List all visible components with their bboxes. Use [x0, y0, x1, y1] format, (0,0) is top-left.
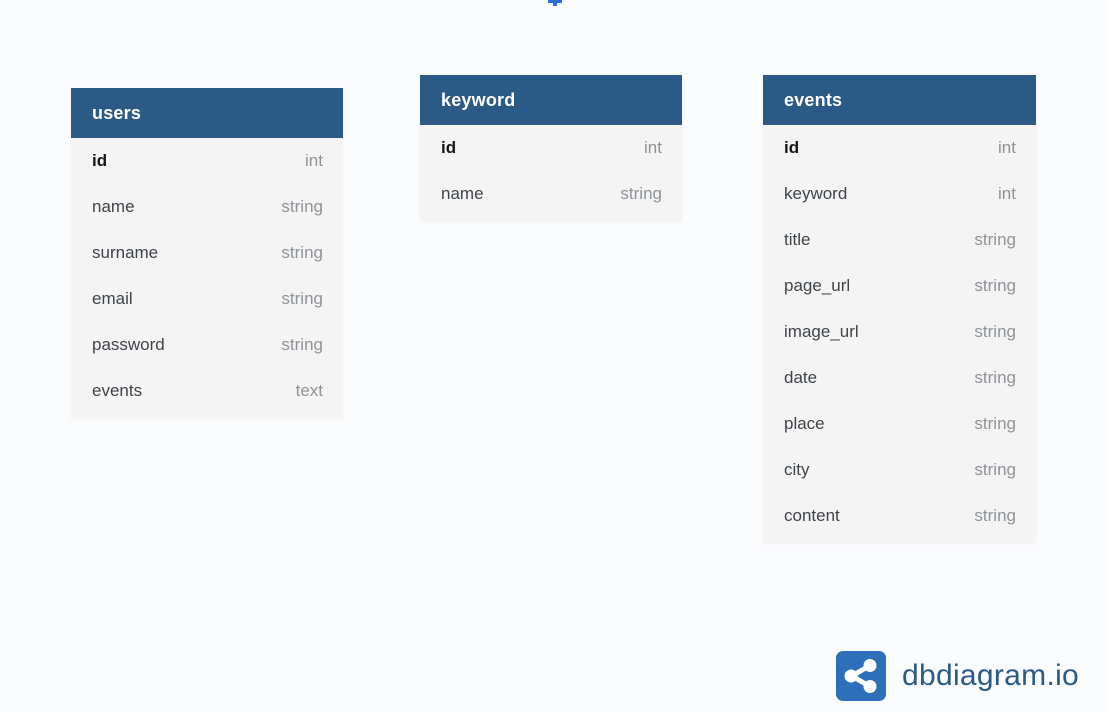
field-row[interactable]: date string: [763, 355, 1036, 401]
field-row[interactable]: city string: [763, 447, 1036, 493]
field-row[interactable]: password string: [71, 322, 343, 368]
table-header-events[interactable]: events: [763, 75, 1036, 125]
field-name: date: [784, 368, 818, 387]
field-type: string: [281, 197, 323, 216]
field-row[interactable]: id int: [420, 125, 682, 171]
field-row[interactable]: surname string: [71, 230, 343, 276]
field-type: string: [281, 243, 323, 262]
field-row[interactable]: email string: [71, 276, 343, 322]
field-row[interactable]: id int: [763, 125, 1036, 171]
field-name: title: [784, 230, 811, 249]
field-type: string: [974, 322, 1016, 341]
field-name: email: [92, 289, 133, 308]
field-type: string: [281, 335, 323, 354]
field-row[interactable]: name string: [420, 171, 682, 217]
field-row[interactable]: name string: [71, 184, 343, 230]
field-name: keyword: [784, 184, 848, 203]
share-nodes-icon: [836, 651, 886, 701]
field-name: content: [784, 506, 840, 525]
field-name: image_url: [784, 322, 859, 341]
field-name: surname: [92, 243, 159, 262]
field-type: string: [974, 230, 1016, 249]
field-row[interactable]: image_url string: [763, 309, 1036, 355]
field-name: id: [441, 138, 457, 157]
field-type: string: [974, 368, 1016, 387]
table-rows: id int name string: [420, 125, 682, 221]
field-name: name: [92, 197, 135, 216]
field-type: string: [620, 184, 662, 203]
canvas-pin-marker: [548, 0, 562, 6]
brand-watermark[interactable]: dbdiagram.io: [836, 651, 1079, 701]
field-type: string: [974, 460, 1016, 479]
field-type: int: [305, 151, 323, 170]
field-row[interactable]: title string: [763, 217, 1036, 263]
field-row[interactable]: id int: [71, 138, 343, 184]
field-type: string: [281, 289, 323, 308]
field-name: id: [92, 151, 108, 170]
field-name: password: [92, 335, 165, 354]
field-row[interactable]: page_url string: [763, 263, 1036, 309]
field-name: place: [784, 414, 825, 433]
field-name: name: [441, 184, 484, 203]
field-row[interactable]: content string: [763, 493, 1036, 539]
field-type: string: [974, 506, 1016, 525]
table-keyword[interactable]: keyword id int name string: [420, 75, 682, 221]
field-name: id: [784, 138, 800, 157]
field-type: int: [998, 138, 1016, 157]
field-type: string: [974, 414, 1016, 433]
table-header-users[interactable]: users: [71, 88, 343, 138]
field-name: city: [784, 460, 810, 479]
field-row[interactable]: place string: [763, 401, 1036, 447]
field-row[interactable]: keyword int: [763, 171, 1036, 217]
table-users[interactable]: users id int name string surname string email s…: [71, 88, 343, 418]
field-type: int: [644, 138, 662, 157]
field-row[interactable]: events text: [71, 368, 343, 414]
table-header-keyword[interactable]: keyword: [420, 75, 682, 125]
field-type: string: [974, 276, 1016, 295]
field-name: events: [92, 381, 143, 400]
field-type: int: [998, 184, 1016, 203]
field-type: text: [295, 381, 323, 400]
brand-name: dbdiagram.io: [902, 659, 1080, 692]
field-name: page_url: [784, 276, 851, 295]
